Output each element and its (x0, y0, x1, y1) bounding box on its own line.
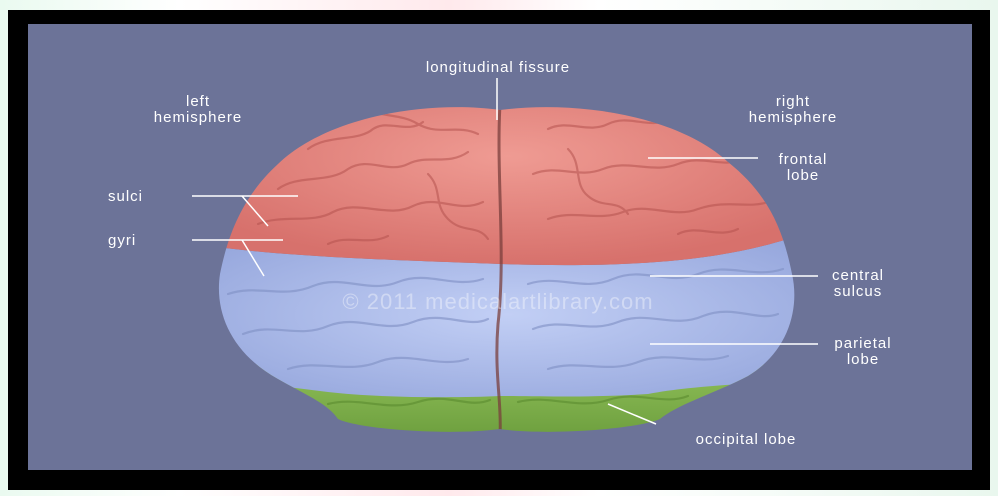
label-sulci: sulci (108, 188, 143, 205)
label-right-hemisphere-line1: right (776, 93, 810, 110)
label-frontal-lobe-line2: lobe (787, 167, 819, 184)
label-frontal-lobe-line1: frontal (779, 151, 828, 168)
frontal-lobe-region (208, 84, 808, 265)
brain (208, 84, 808, 444)
label-central-sulcus-line1: central (832, 267, 884, 284)
label-left-hemisphere-line2: hemisphere (154, 109, 242, 126)
label-gyri: gyri (108, 232, 136, 249)
brain-diagram: © 2011 medicalartlibrary.com longitudina… (28, 24, 972, 470)
label-parietal-lobe-line1: parietal (834, 335, 891, 352)
watermark: © 2011 medicalartlibrary.com (342, 289, 653, 314)
label-occipital-lobe: occipital lobe (696, 431, 797, 448)
label-central-sulcus-line2: sulcus (834, 283, 883, 300)
label-parietal-lobe-line2: lobe (847, 351, 879, 368)
label-left-hemisphere-line1: left (186, 93, 210, 110)
label-longitudinal-fissure: longitudinal fissure (426, 59, 570, 76)
label-right-hemisphere-line2: hemisphere (749, 109, 837, 126)
brain-diagram-panel: © 2011 medicalartlibrary.com longitudina… (28, 24, 972, 470)
